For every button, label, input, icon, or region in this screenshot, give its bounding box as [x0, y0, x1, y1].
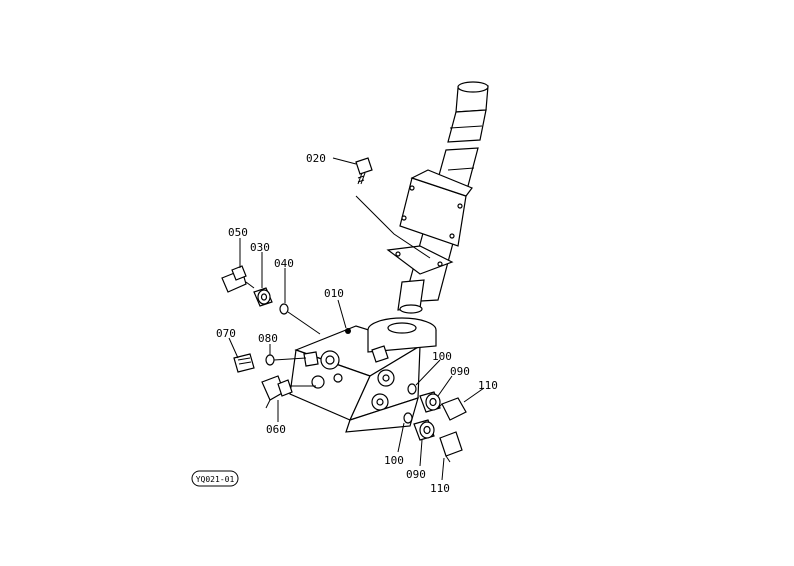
- callout-110-lower[interactable]: 110: [430, 482, 450, 495]
- callout-060[interactable]: 060: [266, 423, 286, 436]
- callout-100-upper[interactable]: 100: [432, 350, 452, 363]
- assembly-line-080: [273, 357, 307, 361]
- elbow-fitting-060[interactable]: [261, 375, 293, 409]
- callout-090-lower[interactable]: 090: [406, 468, 426, 481]
- fitting-050[interactable]: [221, 265, 255, 293]
- fitting-090-upper[interactable]: [419, 391, 441, 413]
- figure-code-text: YQ021-01: [196, 475, 235, 484]
- callout-110-upper[interactable]: 110: [478, 379, 498, 392]
- callout-010[interactable]: 010: [324, 287, 344, 300]
- leader-020-to-flange: [355, 195, 431, 259]
- leader-100-lower: [397, 422, 405, 453]
- leader-100-upper: [415, 359, 441, 386]
- callout-100-lower[interactable]: 100: [384, 454, 404, 467]
- callout-070[interactable]: 070: [216, 327, 236, 340]
- steering-column: [386, 81, 489, 314]
- leader-010: [337, 299, 347, 329]
- callout-020[interactable]: 020: [306, 152, 326, 165]
- leader-110-upper: [463, 387, 485, 403]
- elbow-fitting-110-upper[interactable]: [437, 397, 467, 421]
- o-ring-100-upper[interactable]: [407, 383, 417, 395]
- callout-080[interactable]: 080: [258, 332, 278, 345]
- figure-code-badge: YQ021-01: [191, 470, 239, 487]
- o-ring-080[interactable]: [265, 354, 275, 366]
- bolt-020[interactable]: [355, 157, 373, 185]
- callout-040[interactable]: 040: [274, 257, 294, 270]
- leader-020: [332, 157, 357, 165]
- fitting-030[interactable]: [253, 287, 273, 307]
- callout-030[interactable]: 030: [250, 241, 270, 254]
- fitting-070[interactable]: [233, 353, 255, 373]
- steering-valve-body[interactable]: [289, 317, 437, 433]
- elbow-fitting-110-lower[interactable]: [439, 431, 463, 463]
- o-ring-040[interactable]: [279, 303, 289, 315]
- leader-090-upper: [437, 375, 453, 397]
- leader-070: [228, 337, 239, 359]
- callout-050[interactable]: 050: [228, 226, 248, 239]
- assembly-line-040: [287, 311, 321, 335]
- callout-090-upper[interactable]: 090: [450, 365, 470, 378]
- leader-090-lower: [419, 439, 423, 467]
- o-ring-100-lower[interactable]: [403, 412, 413, 424]
- leader-110-lower: [441, 457, 445, 481]
- fitting-090-lower[interactable]: [413, 419, 435, 441]
